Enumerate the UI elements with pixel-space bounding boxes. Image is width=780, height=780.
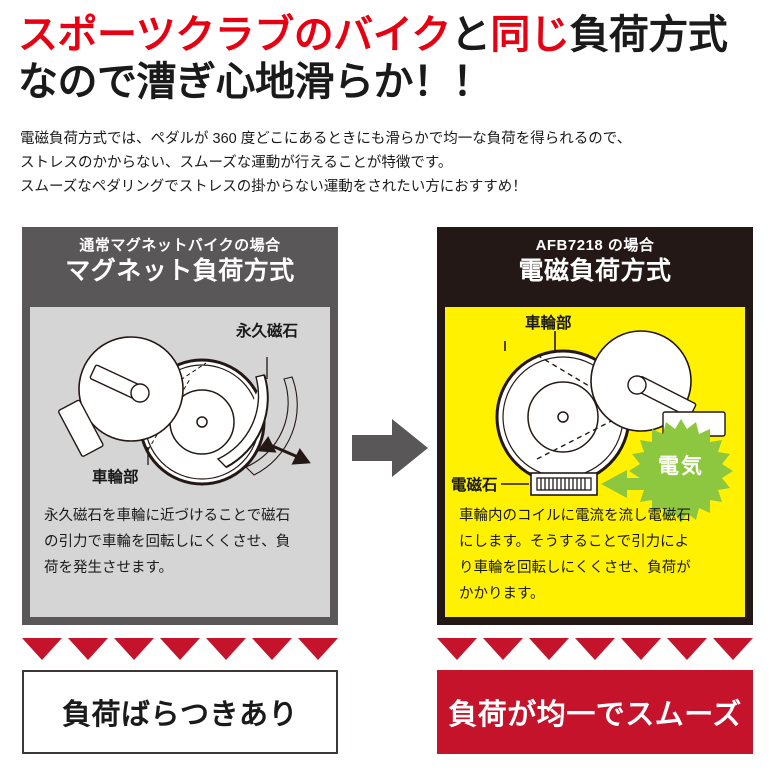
label-electricity: 電気 (658, 455, 704, 478)
caption-em-line-4: かかります。 (459, 586, 545, 602)
label-wheel-right: 車輪部 (525, 315, 572, 332)
conclusion-magnet-text: 負荷ばらつきあり (61, 699, 298, 731)
triangle-marker (22, 638, 62, 660)
panel-electromagnetic: AFB7218 の場合 電磁負荷方式 (437, 227, 753, 625)
triangle-marker (575, 638, 615, 660)
caption-magnet-line-2: の引力で車輪を回転しにくくさせ、負 (44, 534, 291, 550)
headline-line-1: スポーツクラブのバイクと同じ負荷方式 (18, 12, 766, 59)
panel-magnet: 通常マグネットバイクの場合 マグネット負荷方式 (22, 227, 338, 625)
lead-line-2: ストレスのかからない、スムーズな運動が行えることが特徴です。 (20, 155, 453, 171)
conclusion-magnet: 負荷ばらつきあり (22, 670, 338, 754)
triangle-marker (437, 638, 477, 660)
headline-seg-3: 同じ (490, 13, 570, 57)
caption-em-line-2: にします。そうすることで引力によ (459, 534, 690, 550)
triangle-marker (68, 638, 108, 660)
transition-arrow-icon (352, 419, 428, 477)
triangle-marker (206, 638, 246, 660)
panel-magnet-title: マグネット負荷方式 (65, 257, 295, 285)
headline: スポーツクラブのバイクと同じ負荷方式 なので漕ぎ心地滑らか！！ (18, 12, 766, 106)
label-wheel-left: 車輪部 (92, 469, 139, 486)
panel-magnet-body: 永久磁石 車輪部 永久磁石を車輪に近づけることで磁石 の引力で車輪を回転しにくく… (30, 307, 330, 617)
panel-magnet-header: 通常マグネットバイクの場合 マグネット負荷方式 (22, 227, 338, 307)
caption-em-line-3: り車輪を回転しにくくさせ、負荷が (459, 560, 691, 576)
triangle-marker (529, 638, 569, 660)
electricity-burst-icon (629, 419, 733, 523)
caption-magnet: 永久磁石を車輪に近づけることで磁石 の引力で車輪を回転しにくくさせ、負 荷を発生… (44, 503, 318, 581)
caption-magnet-line-3: 荷を発生させます。 (44, 560, 174, 576)
caption-em-line-1: 車輪内のコイルに電流を流し電磁石 (459, 508, 691, 524)
triangle-row-left (22, 638, 338, 662)
triangle-marker (483, 638, 523, 660)
triangle-marker (298, 638, 338, 660)
lead-line-1: 電磁負荷方式では、ペダルが 360 度どこにあるときにも滑らかで均一な負荷を得ら… (20, 131, 632, 147)
triangle-marker (621, 638, 661, 660)
diagram-electromagnetic (495, 330, 726, 498)
label-electromagnet: 電磁石 (451, 477, 498, 494)
headline-seg-2: と (450, 13, 491, 57)
panel-electromagnetic-header: AFB7218 の場合 電磁負荷方式 (437, 227, 753, 307)
panel-electromagnetic-subtitle: AFB7218 の場合 (535, 237, 655, 254)
caption-electromagnetic: 車輪内のコイルに電流を流し電磁石 にします。そうすることで引力によ り車輪を回転… (459, 503, 733, 607)
lead-line-3: スムーズなペダリングでストレスの掛からない運動をされたい方におすすめ！ (20, 179, 527, 195)
triangle-marker (160, 638, 200, 660)
triangle-marker (667, 638, 707, 660)
triangle-marker (114, 638, 154, 660)
headline-seg-4: 負荷方式 (569, 13, 728, 57)
conclusion-electromagnetic: 負荷が均一でスムーズ (437, 670, 753, 754)
conclusion-electromagnetic-text: 負荷が均一でスムーズ (448, 699, 742, 731)
panel-electromagnetic-title: 電磁負荷方式 (518, 257, 672, 285)
triangle-marker (252, 638, 292, 660)
panel-electromagnetic-body: 電気 車輪部 電磁石 車輪内のコイルに電流を流し電磁石 にします。そうすることで… (445, 307, 745, 617)
lead-paragraph: 電磁負荷方式では、ペダルが 360 度どこにあるときにも滑らかで均一な負荷を得ら… (20, 127, 760, 199)
headline-seg-5: なので漕ぎ心地滑らか！！ (18, 60, 493, 104)
caption-magnet-line-1: 永久磁石を車輪に近づけることで磁石 (44, 508, 291, 524)
diagram-magnet (58, 336, 311, 486)
electricity-arrow-icon (601, 470, 659, 498)
label-permanent-magnet: 永久磁石 (236, 323, 299, 340)
triangle-row-right (437, 638, 753, 662)
triangle-marker (713, 638, 753, 660)
panel-magnet-subtitle: 通常マグネットバイクの場合 (79, 237, 281, 254)
headline-seg-1: スポーツクラブのバイク (18, 13, 451, 57)
headline-line-2: なので漕ぎ心地滑らか！！ (18, 59, 766, 106)
